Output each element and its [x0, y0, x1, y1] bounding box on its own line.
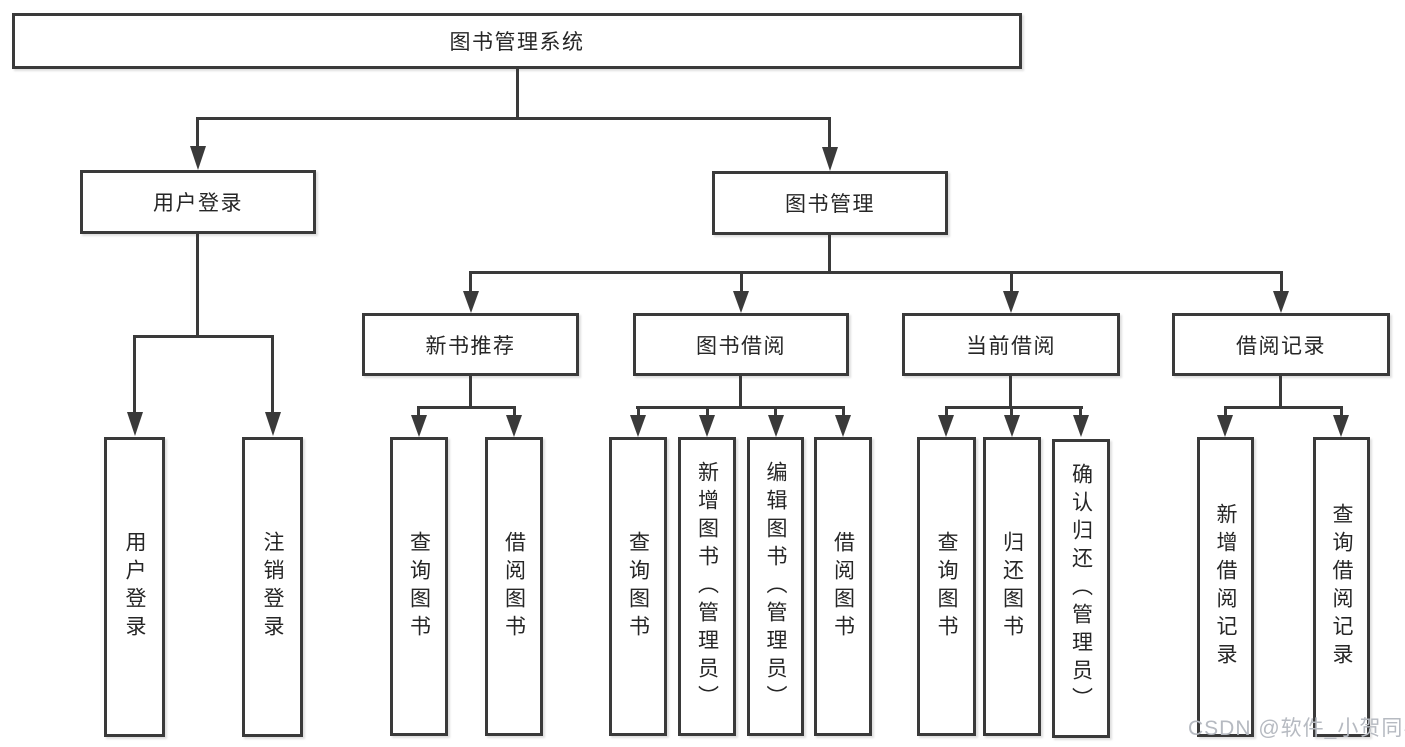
connector-line	[417, 406, 420, 418]
node-label: 新书推荐	[425, 334, 516, 358]
arrow-down-icon	[127, 412, 143, 436]
connector-line	[516, 68, 519, 120]
node-label: 用户登录	[153, 192, 243, 215]
leaf-current-confirm-return-admin: 确认归还（管理员）	[1052, 439, 1110, 738]
arrow-down-icon	[733, 291, 749, 313]
arrow-down-icon	[265, 412, 281, 436]
leaf-logout: 注销登录	[242, 437, 303, 737]
node-current-borrowing: 当前借阅	[902, 313, 1120, 376]
leaf-label: 新增借阅记录	[1214, 503, 1238, 671]
leaf-label: 查询图书	[935, 530, 959, 643]
connector-line	[469, 271, 472, 293]
arrow-down-icon	[835, 415, 851, 437]
leaf-borrow-edit-books-admin: 编辑图书（管理员）	[747, 437, 804, 736]
node-borrowing-records: 借阅记录	[1172, 313, 1390, 376]
connector-line	[842, 406, 845, 418]
node-book-management: 图书管理	[712, 171, 948, 235]
arrow-down-icon	[1004, 415, 1020, 437]
connector-line	[774, 406, 777, 418]
arrow-down-icon	[1217, 415, 1233, 437]
connector-line	[196, 117, 831, 120]
arrow-down-icon	[411, 415, 427, 437]
connector-line	[1279, 374, 1282, 409]
arrow-down-icon	[1333, 415, 1349, 437]
connector-line	[945, 406, 948, 418]
arrow-down-icon	[190, 146, 206, 170]
leaf-label: 查询图书	[407, 530, 431, 643]
connector-line	[196, 117, 199, 149]
leaf-label: 查询借阅记录	[1330, 503, 1354, 671]
csdn-watermark: CSDN @软件_小贺同学	[1188, 717, 1405, 740]
connector-line	[828, 117, 831, 149]
leaf-label: 用户登录	[123, 531, 147, 643]
arrow-down-icon	[938, 415, 954, 437]
connector-line	[469, 374, 472, 409]
connector-line	[1079, 406, 1082, 418]
connector-line	[133, 335, 274, 338]
leaf-label: 编辑图书（管理员）	[764, 460, 788, 713]
leaf-recommend-borrow-books: 借阅图书	[485, 437, 543, 736]
connector-line	[637, 406, 640, 418]
connector-line	[1224, 406, 1227, 418]
connector-line	[271, 335, 274, 415]
arrow-down-icon	[768, 415, 784, 437]
leaf-recommend-query-books: 查询图书	[390, 437, 448, 736]
leaf-label: 注销登录	[261, 531, 285, 643]
node-label: 当前借阅	[966, 334, 1056, 358]
connector-line	[828, 233, 831, 274]
node-library-management-system: 图书管理系统	[12, 13, 1022, 69]
node-label: 图书管理	[785, 193, 875, 216]
connector-line	[1224, 406, 1343, 409]
connector-line	[739, 374, 742, 409]
node-label: 图书管理系统	[449, 31, 585, 54]
connector-line	[1010, 406, 1013, 418]
connector-line	[513, 406, 516, 418]
node-label: 图书借阅	[696, 334, 786, 358]
node-user-login: 用户登录	[80, 170, 316, 234]
arrow-down-icon	[1273, 291, 1289, 313]
node-new-book-recommend: 新书推荐	[362, 313, 579, 376]
leaf-label: 借阅图书	[831, 530, 855, 643]
node-book-borrowing: 图书借阅	[633, 313, 849, 376]
connector-line	[1280, 271, 1283, 293]
leaf-label: 借阅图书	[502, 530, 526, 643]
arrow-down-icon	[1003, 291, 1019, 313]
connector-line	[706, 406, 709, 418]
connector-line	[469, 271, 1283, 274]
connector-line	[636, 406, 845, 409]
node-label: 借阅记录	[1236, 334, 1326, 358]
leaf-label: 新增图书（管理员）	[695, 460, 719, 713]
arrow-down-icon	[506, 415, 522, 437]
connector-line	[740, 271, 743, 293]
leaf-current-return-books: 归还图书	[983, 437, 1041, 736]
leaf-label: 确认归还（管理员）	[1069, 462, 1093, 715]
connector-line	[1010, 271, 1013, 293]
arrow-down-icon	[1073, 415, 1089, 437]
arrow-down-icon	[822, 147, 838, 171]
arrow-down-icon	[630, 415, 646, 437]
connector-line	[1009, 374, 1012, 409]
leaf-label: 查询图书	[626, 530, 650, 643]
connector-line	[945, 406, 1083, 409]
leaf-borrow-add-books-admin: 新增图书（管理员）	[678, 437, 736, 736]
leaf-user-login: 用户登录	[104, 437, 165, 737]
leaf-records-query-record: 查询借阅记录	[1313, 437, 1370, 737]
leaf-current-query-books: 查询图书	[917, 437, 976, 736]
leaf-borrow-query-books: 查询图书	[609, 437, 667, 736]
arrow-down-icon	[463, 291, 479, 313]
leaf-records-add-record: 新增借阅记录	[1197, 437, 1254, 737]
connector-line	[417, 406, 516, 409]
connector-line	[1340, 406, 1343, 418]
connector-line	[133, 335, 136, 415]
connector-line	[196, 232, 199, 338]
leaf-label: 归还图书	[1000, 530, 1024, 643]
arrow-down-icon	[699, 415, 715, 437]
leaf-borrow-borrow-books: 借阅图书	[814, 437, 872, 736]
